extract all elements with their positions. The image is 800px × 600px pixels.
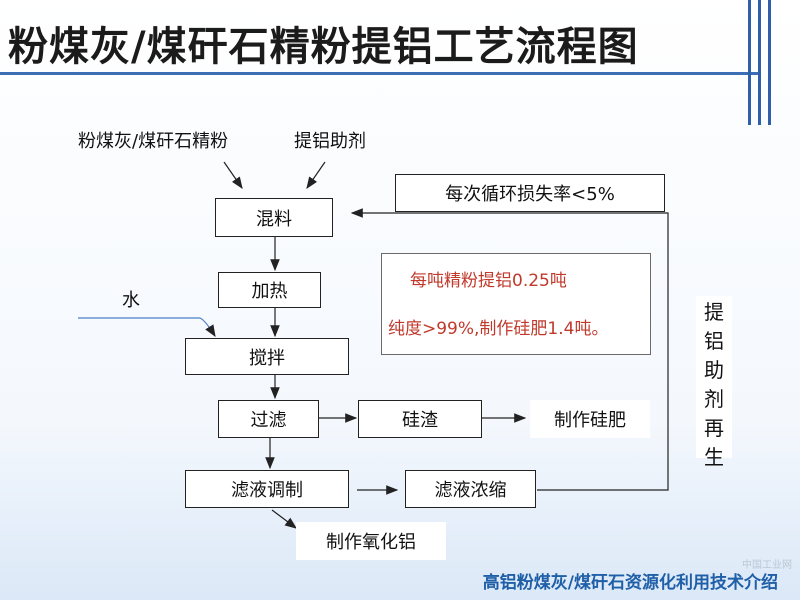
info-note-box: 每吨精粉提铝0.25吨 纯度>99%,制作硅肥1.4吨。 [381, 253, 651, 355]
decorative-line [748, 0, 751, 125]
title-underline [0, 72, 760, 75]
prepare-step-label: 滤液调制 [231, 480, 303, 501]
info-note-line-2: 纯度>99%,制作硅肥1.4吨。 [388, 319, 609, 339]
raw-material-label: 粉煤灰/煤矸石精粉 [78, 131, 229, 152]
fertilizer-label: 制作硅肥 [554, 410, 626, 431]
arrow-recycle-to-mix [350, 208, 669, 491]
silica-slag-label: 硅渣 [402, 410, 438, 431]
prepare-step: 滤液调制 [185, 470, 349, 508]
concentrate-step: 滤液浓缩 [405, 470, 536, 508]
filter-step: 过滤 [218, 400, 319, 438]
arrow-water-to-stir [78, 317, 216, 338]
decorative-line [768, 0, 771, 125]
arrow-additive-to-mix [306, 161, 326, 189]
water-label: 水 [122, 290, 140, 311]
regen-char: 生 [704, 445, 724, 469]
heat-step: 加热 [218, 272, 321, 308]
stir-step-label: 搅拌 [249, 347, 285, 369]
info-note-line-1: 每吨精粉提铝0.25吨 [410, 271, 567, 291]
stir-step: 搅拌 [185, 338, 349, 375]
arrow-raw-to-mix [223, 161, 243, 189]
mix-step: 混料 [215, 198, 333, 237]
regen-char: 剂 [704, 387, 724, 411]
regeneration-label: 提 铝 助 剂 再 生 [696, 296, 732, 469]
page-title: 粉煤灰/煤矸石精粉提铝工艺流程图 [8, 24, 639, 70]
alumina-label: 制作氧化铝 [326, 532, 416, 553]
recycle-note-box: 每次循环损失率<5% [395, 174, 665, 212]
heat-step-label: 加热 [251, 281, 288, 302]
recycle-note-text: 每次循环损失率<5% [445, 184, 615, 205]
regen-char: 铝 [704, 329, 724, 353]
regen-char: 再 [704, 416, 724, 440]
additive-label: 提铝助剂 [294, 131, 366, 152]
arrow-prepare-to-alumina [271, 509, 297, 529]
watermark: 中国工业网 [742, 560, 792, 571]
mix-step-label: 混料 [256, 208, 292, 230]
concentrate-step-label: 滤液浓缩 [434, 480, 507, 501]
footer-text: 高铝粉煤灰/煤矸石资源化利用技术介绍 [482, 573, 778, 593]
filter-step-label: 过滤 [250, 410, 287, 431]
regen-char: 助 [704, 358, 724, 382]
fertilizer-output: 制作硅肥 [530, 400, 650, 438]
regen-char: 提 [704, 300, 724, 324]
silica-slag-step: 硅渣 [358, 400, 482, 438]
decorative-line [758, 0, 761, 125]
alumina-output: 制作氧化铝 [296, 522, 446, 560]
